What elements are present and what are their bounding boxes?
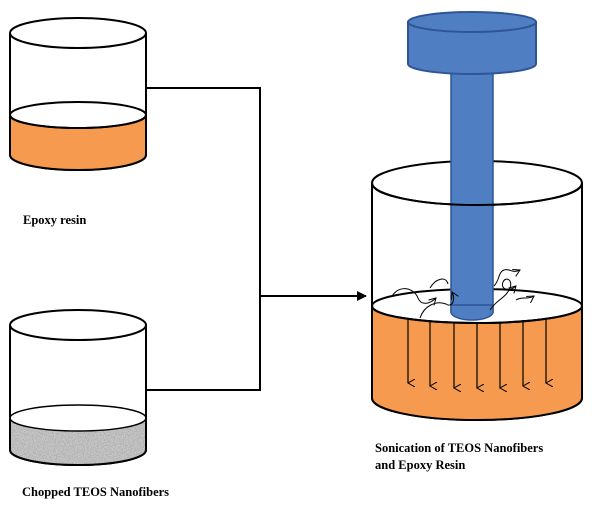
probe-head-top <box>407 11 537 33</box>
nanofibers-beaker-rim <box>9 309 147 341</box>
sonicator-probe <box>371 11 583 321</box>
epoxy-resin-beaker <box>9 17 147 171</box>
agitation-arrow <box>493 270 520 287</box>
ultrasonic-wave-arrows <box>408 318 546 388</box>
flow-connectors <box>146 87 367 391</box>
epoxy-resin-caption: Epoxy resin <box>23 213 87 227</box>
chopped-nanofibers-beaker <box>9 309 147 466</box>
agitation-arrow <box>429 278 449 289</box>
sonication-caption-line2: and Epoxy Resin <box>375 458 466 472</box>
sonication-caption-line1: Sonication of TEOS Nanofibers <box>375 441 544 455</box>
epoxy-beaker-rim <box>9 17 147 49</box>
agitation-arrow <box>419 292 454 319</box>
probe-head <box>407 21 537 75</box>
agitation-arrows <box>391 270 534 319</box>
chopped-nanofibers-caption: Chopped TEOS Nanofibers <box>22 485 170 499</box>
connector-from-epoxy <box>146 87 261 296</box>
probe-tip <box>450 304 494 321</box>
probe-shaft <box>450 49 494 313</box>
nanofibers-surface <box>9 404 147 432</box>
agitation-arrow <box>391 288 436 304</box>
epoxy-resin-surface <box>9 101 147 129</box>
connector-from-nanofibers <box>146 296 261 391</box>
agitation-arrow <box>515 296 534 300</box>
agitation-arrow <box>489 278 516 311</box>
